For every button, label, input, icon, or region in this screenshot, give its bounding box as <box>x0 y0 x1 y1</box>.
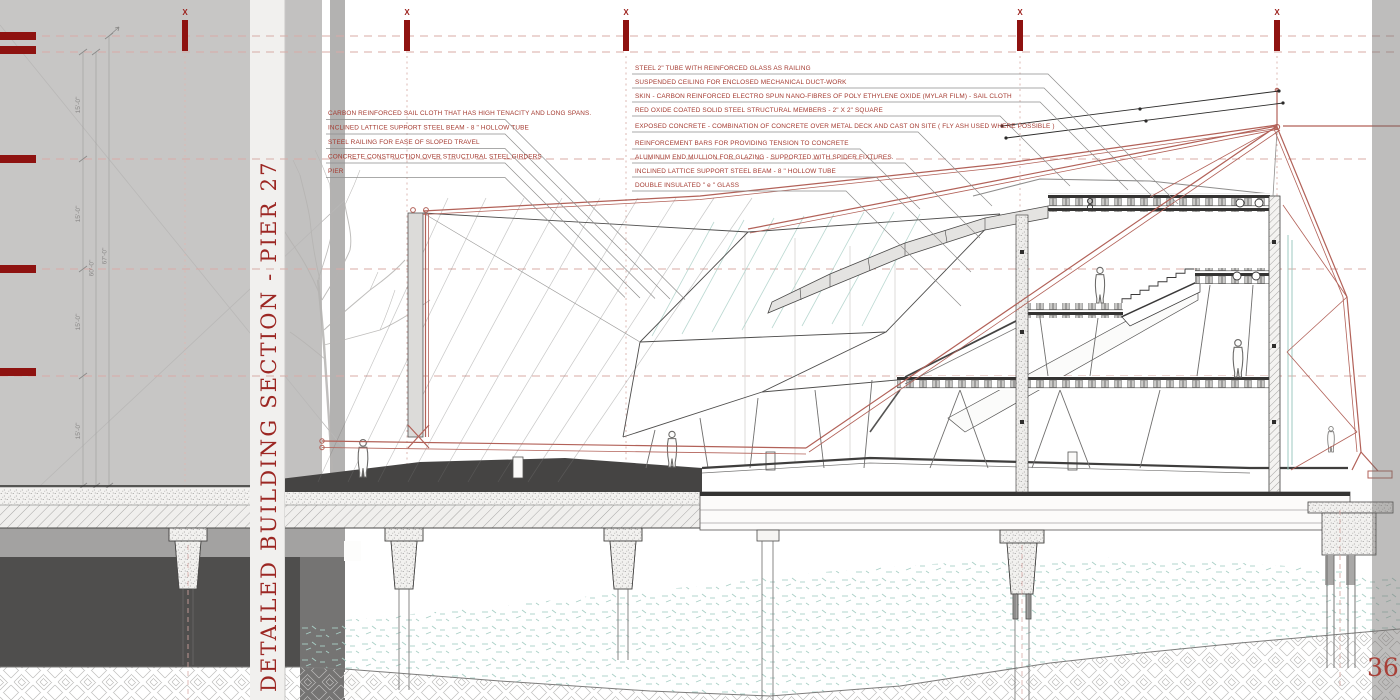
annotation-top-1: STEEL 2" TUBE WITH REINFORCED GLASS AS R… <box>635 65 811 72</box>
annotation-left-3: STEEL RAILING FOR EASE OF SLOPED TRAVEL <box>328 139 480 146</box>
grid-marker-label-4: X <box>1017 8 1023 17</box>
glass-panels <box>651 211 921 337</box>
grid-marker-label-3: X <box>623 8 629 17</box>
annotation-left-2: INCLINED LATTICE SUPPORT STEEL BEAM - 8 … <box>328 125 529 132</box>
dim-label-floor-3: 15'-0" <box>75 313 82 330</box>
grid-markers: X X X X X <box>0 8 1280 376</box>
dimension-lines: 15'-0" 15'-0" 15'-0" 15'-0" 60'-0" 67'-0… <box>75 26 120 490</box>
water-texture <box>302 557 1400 696</box>
grid-lines <box>0 35 1400 520</box>
end-pier <box>1307 501 1394 690</box>
deck-level-3 <box>972 178 1271 212</box>
annotation-top-6: REINFORCEMENT BARS FOR PROVIDING TENSION… <box>635 140 849 147</box>
annotations-left: CARBON REINFORCED SAIL CLOTH THAT HAS HI… <box>326 110 686 300</box>
ground-hatch <box>0 629 1400 700</box>
dim-label-floor-1: 15'-0" <box>75 96 82 113</box>
annotation-top-4: RED OXIDE COATED SOLID STEEL STRUCTURAL … <box>635 107 883 114</box>
annotation-top-7: ALUMINUM END MULLION FOR GLAZING - SUPPO… <box>635 154 894 161</box>
right-overlay-band <box>1372 0 1400 700</box>
piles <box>168 527 1045 700</box>
dim-label-floor-4: 15'-0" <box>75 422 82 439</box>
building-section <box>317 130 1348 493</box>
tension-cables <box>1000 89 1285 140</box>
dim-label-subtotal: 60'-0" <box>89 259 96 276</box>
annotations-top: STEEL 2" TUBE WITH REINFORCED GLASS AS R… <box>632 65 1179 307</box>
ground-floor-edge <box>701 456 1348 470</box>
page-title: DETAILED BUILDING SECTION - PIER 27 <box>257 160 281 692</box>
grid-marker-label-2: X <box>404 8 410 17</box>
underground-block <box>0 557 300 667</box>
page-number: 36 <box>1367 653 1399 682</box>
annotation-left-1: CARBON REINFORCED SAIL CLOTH THAT HAS HI… <box>328 110 591 117</box>
annotation-top-3: SKIN - CARBON REINFORCED ELECTRO SPUN NA… <box>635 93 1012 100</box>
annotation-top-2: SUSPENDED CEILING FOR ENCLOSED MECHANICA… <box>635 79 847 86</box>
deck-mezzanine <box>1022 303 1123 318</box>
roof-lattice <box>319 87 1400 479</box>
site-ground <box>0 528 1400 700</box>
dim-label-total: 67'-0" <box>102 247 109 264</box>
grid-marker-label-1: X <box>182 8 188 17</box>
annotation-top-8: INCLINED LATTICE SUPPORT STEEL BEAM - 8 … <box>635 168 836 175</box>
pier-deck <box>0 485 1394 700</box>
railing <box>319 438 807 455</box>
walkway <box>255 451 1078 492</box>
deck-level-2 <box>1195 268 1274 284</box>
grid-marker-label-5: X <box>1274 8 1280 17</box>
left-gray-panel <box>0 0 250 557</box>
mast <box>407 207 430 449</box>
deck-level-1 <box>869 376 1274 433</box>
annotation-top-9: DOUBLE INSULATED " e " GLASS <box>635 182 739 189</box>
right-wall <box>1268 130 1293 493</box>
annotation-left-5: PIER <box>328 168 344 175</box>
annotation-top-5: EXPOSED CONCRETE - COMBINATION OF CONCRE… <box>635 123 1055 130</box>
tree <box>269 149 431 487</box>
column <box>1015 214 1029 493</box>
canopy-facets <box>422 212 1001 438</box>
faint-construction-lines <box>0 24 346 487</box>
dim-label-floor-2: 15'-0" <box>75 205 82 222</box>
annotation-left-4: CONCRETE CONSTRUCTION OVER STRUCTURAL ST… <box>328 154 542 161</box>
stair <box>1121 268 1201 327</box>
title-strip <box>250 0 285 700</box>
